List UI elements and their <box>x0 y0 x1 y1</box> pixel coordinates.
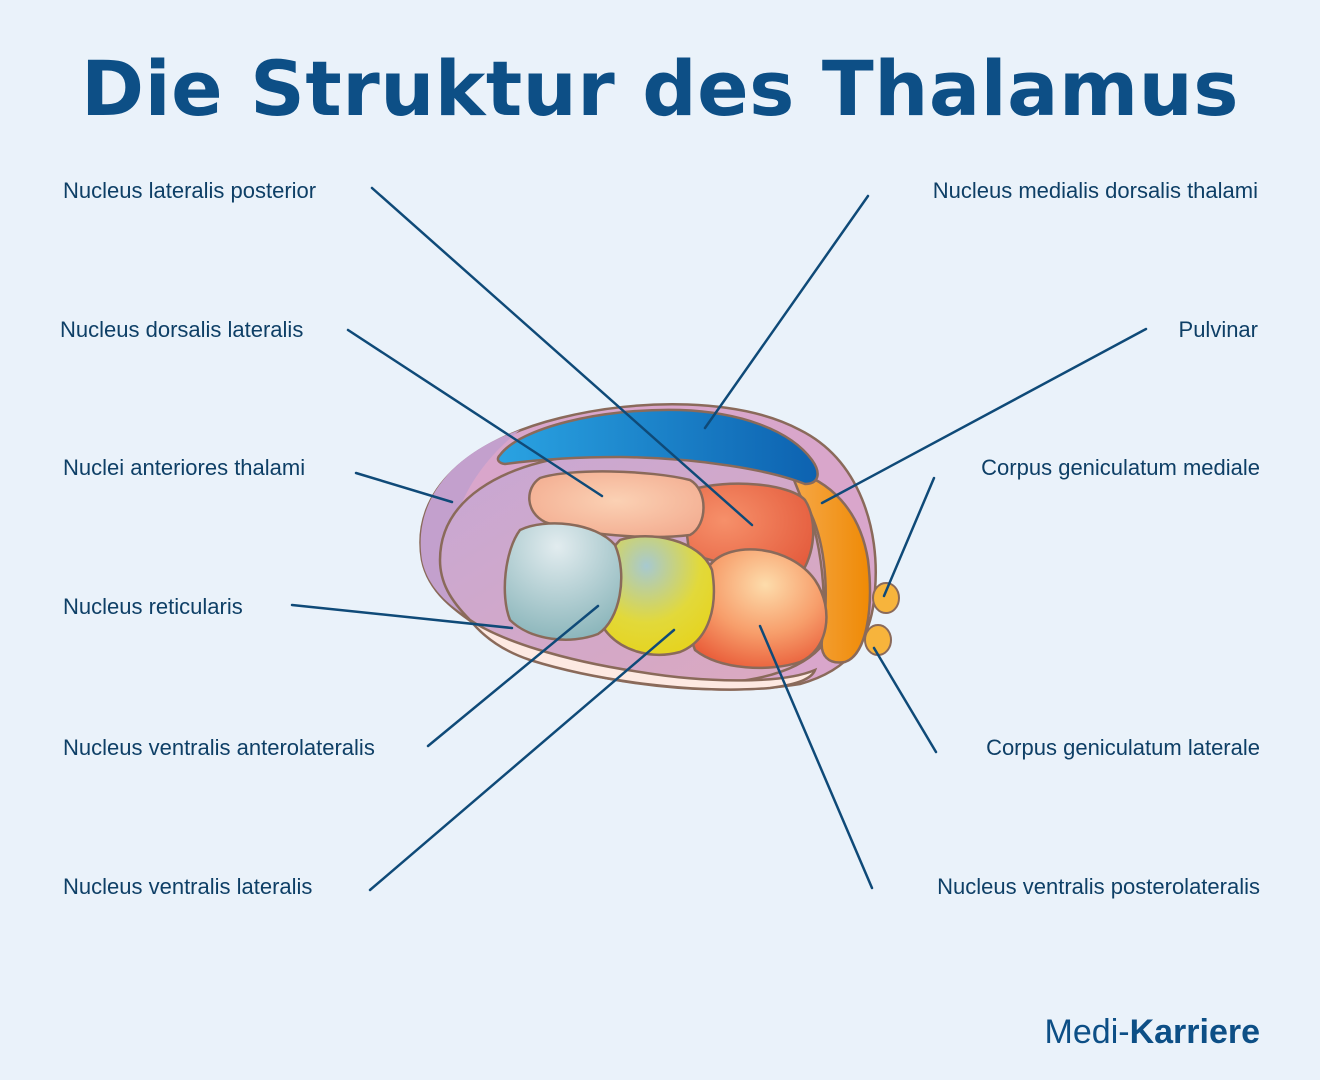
leader-line-reticularis <box>290 603 514 630</box>
page-title: Die Struktur des Thalamus <box>81 44 1239 133</box>
corpus-geniculatum-mediale-shape <box>872 582 900 614</box>
logo-part-karriere: Karriere <box>1129 1013 1260 1051</box>
corpus-geniculatum-laterale-shape <box>864 624 892 656</box>
leader-line-ventralis-posterolateralis <box>758 624 874 890</box>
leader-line-cg-mediale <box>882 476 936 598</box>
label-nucleus-ventralis-lateralis: Nucleus ventralis lateralis <box>63 874 313 899</box>
nucleus-medialis-dorsalis-shape <box>496 408 819 486</box>
leader-line-pulvinar <box>820 327 1148 505</box>
leader-line-cg-laterale <box>872 646 938 754</box>
leader-line-anteriores <box>354 471 454 504</box>
label-nucleus-medialis-dorsalis-thalami: Nucleus medialis dorsalis thalami <box>932 178 1258 203</box>
leader-line-medialis-dorsalis <box>703 194 870 430</box>
medi-karriere-logo: Medi-Karriere <box>1045 1013 1260 1052</box>
label-corpus-geniculatum-laterale: Corpus geniculatum laterale <box>986 735 1260 760</box>
leader-line-ventralis-anterolateralis <box>426 604 600 748</box>
label-nucleus-ventralis-anterolateralis: Nucleus ventralis anterolateralis <box>63 735 375 760</box>
nucleus-ventralis-anterolateralis-shape <box>503 522 623 641</box>
label-nucleus-reticularis: Nucleus reticularis <box>63 594 243 619</box>
leader-line-lateralis-posterior <box>370 186 754 527</box>
label-nucleus-ventralis-posterolateralis: Nucleus ventralis posterolateralis <box>937 874 1260 899</box>
leader-line-ventralis-lateralis <box>368 628 676 892</box>
label-nuclei-anteriores-thalami: Nuclei anteriores thalami <box>63 455 306 480</box>
label-nucleus-lateralis-posterior: Nucleus lateralis posterior <box>63 178 317 203</box>
label-corpus-geniculatum-mediale: Corpus geniculatum mediale <box>981 455 1260 480</box>
pulvinar-shape <box>787 468 872 664</box>
leader-line-dorsalis-lateralis <box>346 328 604 498</box>
label-nucleus-dorsalis-lateralis: Nucleus dorsalis lateralis <box>60 317 304 342</box>
logo-part-medi: Medi- <box>1044 1013 1130 1051</box>
label-pulvinar: Pulvinar <box>1178 317 1258 342</box>
nucleus-dorsalis-lateralis-shape <box>528 470 705 539</box>
